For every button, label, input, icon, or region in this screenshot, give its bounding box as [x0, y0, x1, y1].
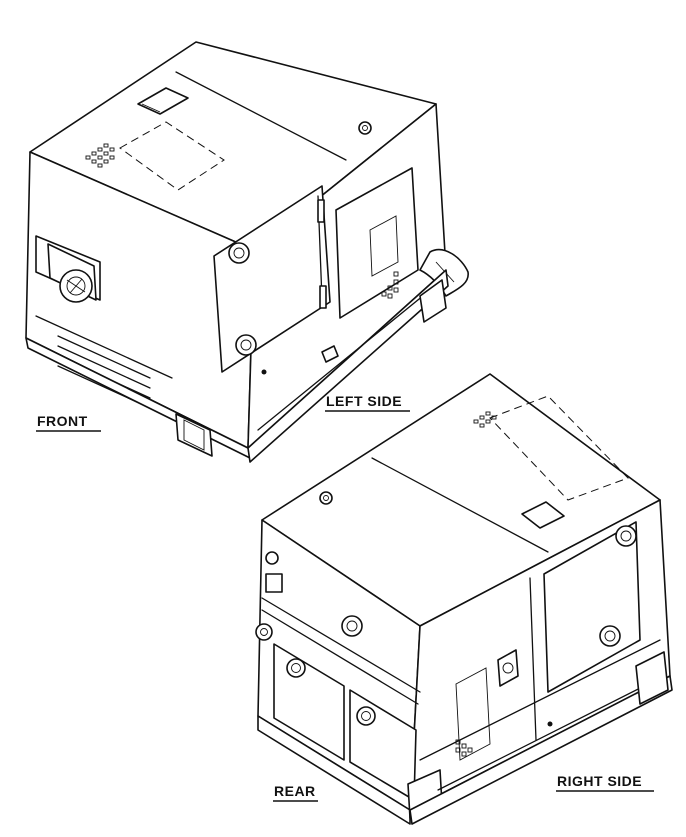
right-vent-grid	[455, 739, 473, 757]
top-vent-grid-rear	[473, 411, 497, 428]
fuel-cap	[358, 121, 372, 135]
top-hatch-rear	[521, 501, 565, 529]
fuel-cap-rear	[319, 491, 333, 505]
label-right-side: RIGHT SIDE	[556, 773, 654, 792]
generator-rear-right-view	[255, 373, 673, 825]
left-access-door	[213, 185, 331, 373]
door-latch-lower	[235, 334, 257, 356]
generator-front-left-view	[25, 41, 469, 463]
svg-text:RIGHT SIDE: RIGHT SIDE	[557, 773, 642, 789]
door-latch-upper	[228, 242, 250, 264]
side-vent-grid	[381, 271, 399, 299]
top-vent-grid	[85, 143, 115, 168]
right-access-door	[543, 521, 641, 693]
svg-text:REAR: REAR	[274, 783, 316, 799]
svg-text:FRONT: FRONT	[37, 413, 88, 429]
svg-text:LEFT SIDE: LEFT SIDE	[326, 393, 402, 409]
rear-knob	[255, 623, 273, 641]
label-front: FRONT	[36, 413, 101, 432]
label-rear: REAR	[273, 783, 318, 802]
label-left-side: LEFT SIDE	[325, 393, 410, 412]
